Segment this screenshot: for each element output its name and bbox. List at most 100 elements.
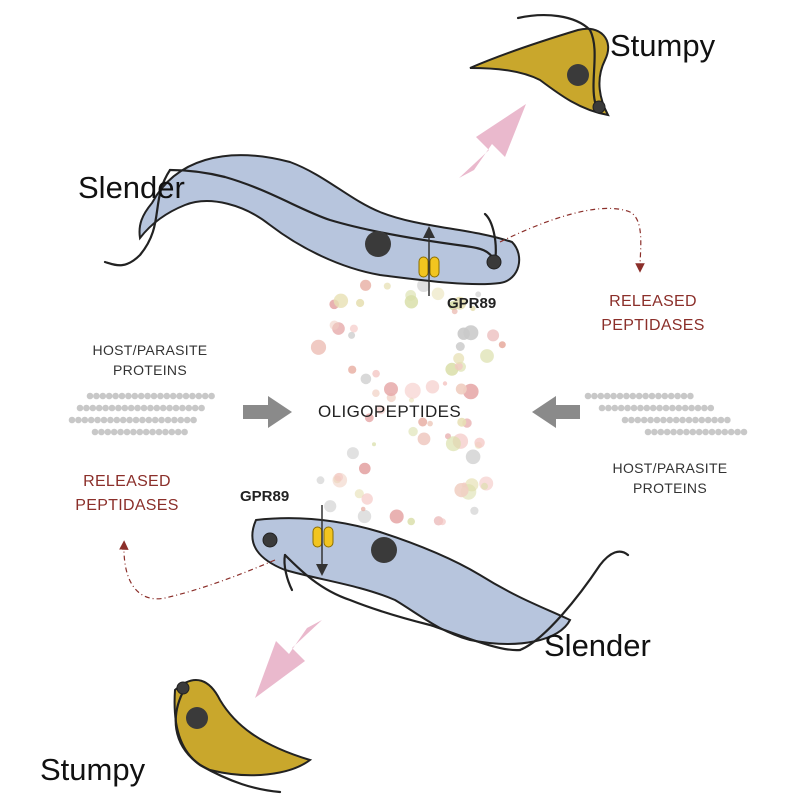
peptide-dot: [474, 437, 485, 448]
protein-bead: [76, 404, 84, 412]
protein-bead: [635, 392, 643, 400]
protein-bead: [584, 392, 592, 400]
peptide-dot: [357, 509, 372, 524]
peptide-dot: [453, 353, 465, 364]
peptide-dot: [417, 432, 431, 446]
protein-bead: [598, 404, 606, 412]
peptide-dot: [360, 279, 372, 291]
protein-bead: [670, 428, 677, 436]
protein-bead: [163, 392, 171, 400]
protein-bead: [688, 404, 695, 412]
protein-bead: [611, 404, 619, 412]
protein-bead: [701, 404, 708, 412]
protein-bead: [179, 404, 186, 412]
label-slender-top: Slender: [78, 170, 185, 205]
peptide-dot: [425, 380, 440, 394]
protein-bead: [708, 428, 716, 436]
protein-bead: [75, 416, 82, 424]
protein-bead: [110, 428, 118, 436]
released-peptidases-left-line1: RELEASED: [83, 473, 171, 490]
protein-bead: [183, 416, 191, 424]
protein-bead: [115, 404, 122, 412]
protein-bead: [667, 392, 675, 400]
protein-bead: [172, 404, 180, 412]
protein-bead: [597, 392, 605, 400]
released-peptidases-left-line2: PEPTIDASES: [75, 497, 179, 514]
protein-bead: [681, 404, 689, 412]
protein-bead: [727, 428, 735, 436]
protein-bead: [640, 416, 648, 424]
label-released-peptidases-right: RELEASED PEPTIDASES: [578, 290, 728, 338]
protein-bead: [687, 392, 694, 400]
protein-bead: [689, 428, 697, 436]
protein-bead: [166, 404, 173, 412]
peptide-dot: [480, 349, 494, 363]
protein-bead: [147, 404, 154, 412]
protein-bead: [628, 416, 635, 424]
protein-bead: [685, 416, 693, 424]
peptide-dot: [349, 324, 358, 333]
protein-bead: [694, 404, 702, 412]
released-peptidases-right-line2: PEPTIDASES: [601, 317, 705, 334]
protein-bead: [112, 392, 119, 400]
transition-arrow-top: [459, 104, 526, 178]
protein-bead: [692, 416, 699, 424]
protein-bead: [734, 428, 741, 436]
label-gpr89-bottom: GPR89: [240, 488, 290, 505]
peptide-dot: [454, 483, 469, 498]
peptide-dot: [356, 298, 365, 308]
host-protein-chains-left: [68, 392, 215, 436]
peptide-dot: [465, 449, 481, 465]
protein-bead: [108, 404, 116, 412]
label-gpr89-top: GPR89: [447, 295, 497, 312]
protein-bead: [151, 416, 159, 424]
peptide-dot: [310, 339, 327, 355]
protein-bead: [164, 416, 172, 424]
host-protein-chains-right: [584, 392, 748, 436]
protein-bead: [130, 428, 137, 436]
peptide-dot: [427, 420, 433, 427]
protein-bead: [126, 416, 133, 424]
protein-bead: [591, 392, 598, 400]
protein-bead: [653, 416, 661, 424]
protein-bead: [616, 392, 624, 400]
peptide-dot: [455, 383, 467, 395]
peptide-dot: [360, 506, 366, 512]
protein-bead: [189, 392, 196, 400]
protein-bead: [724, 416, 731, 424]
peptide-dot: [417, 278, 431, 292]
protein-bead: [132, 416, 140, 424]
peptide-dot: [463, 325, 479, 341]
protein-bead: [623, 392, 630, 400]
protein-bead: [629, 392, 637, 400]
peptide-dot: [348, 331, 356, 339]
transition-arrow-bottom: [255, 620, 322, 698]
peptide-dot: [418, 417, 428, 427]
label-slender-bottom: Slender: [544, 628, 651, 663]
protein-bead: [171, 416, 178, 424]
protein-bead: [95, 404, 103, 412]
peptide-dot: [329, 320, 339, 330]
protein-bead: [91, 428, 99, 436]
peptide-dot: [409, 397, 414, 403]
protein-bead: [660, 416, 667, 424]
protein-bead: [702, 428, 709, 436]
protein-bead: [118, 392, 126, 400]
label-stumpy-bottom: Stumpy: [40, 752, 146, 787]
protein-bead: [634, 416, 642, 424]
protein-bead: [145, 416, 153, 424]
protein-bead: [137, 392, 145, 400]
protein-bead: [655, 392, 662, 400]
peptide-dot: [431, 287, 445, 301]
protein-bead: [105, 392, 113, 400]
protein-bead: [113, 416, 121, 424]
peptide-dot: [364, 413, 374, 423]
protein-bead: [94, 416, 101, 424]
peptide-dot: [442, 381, 448, 386]
protein-bead: [89, 404, 97, 412]
peptide-dot: [404, 382, 421, 399]
peptide-dot: [324, 500, 337, 513]
protein-bead: [657, 428, 665, 436]
